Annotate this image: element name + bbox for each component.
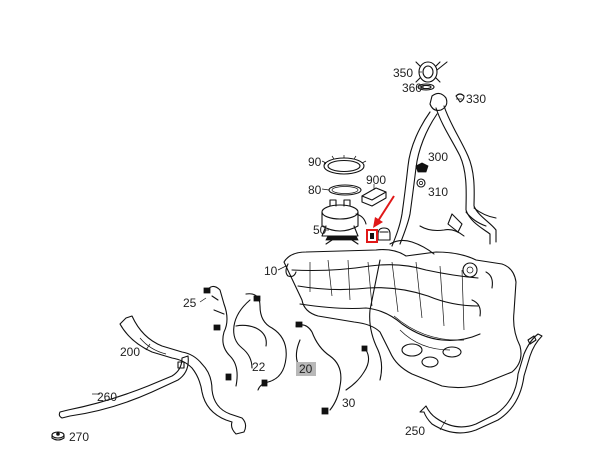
fuel-pump-module: [321, 199, 367, 245]
label-10: 10: [264, 264, 278, 278]
filler-neck: [391, 92, 497, 247]
label-200: 200: [120, 345, 140, 359]
filler-cap: [415, 61, 448, 83]
fuel-line-22: [233, 293, 287, 391]
label-260: 260: [97, 390, 117, 404]
label-80: 80: [308, 183, 322, 197]
valve-300: [415, 162, 429, 173]
label-270: 270: [69, 430, 89, 444]
bolt-270: [51, 431, 65, 441]
label-50: 50: [313, 223, 327, 237]
strap-260: [58, 355, 189, 419]
highlighted-part: [366, 227, 391, 243]
strap-250: [419, 333, 543, 434]
label-22: 22: [252, 360, 266, 374]
locking-ring-90: [321, 155, 367, 175]
label-20: 20: [299, 362, 313, 376]
label-300: 300: [428, 150, 448, 164]
label-25: 25: [183, 296, 197, 310]
highlight-arrow: [373, 195, 395, 228]
sender-900: [361, 187, 387, 207]
label-20-highlight: [296, 362, 316, 376]
strap-200: [119, 315, 247, 435]
grommet-310: [416, 178, 426, 188]
label-900: 900: [366, 173, 386, 187]
fuel-line-30: [345, 345, 370, 391]
label-360: 360: [402, 81, 422, 95]
label-310: 310: [428, 185, 448, 199]
fuel-line-25: [203, 285, 238, 387]
label-330: 330: [466, 92, 486, 106]
label-350: 350: [393, 66, 413, 80]
fuel-tank: [283, 239, 522, 389]
gasket-80: [328, 184, 362, 196]
label-90: 90: [308, 155, 322, 169]
leader-lines: [92, 71, 462, 431]
label-30: 30: [342, 396, 356, 410]
label-250: 250: [405, 424, 425, 438]
part-labels: 350 360 330 300 310 90 900 80 50 10 25 2…: [69, 66, 486, 444]
